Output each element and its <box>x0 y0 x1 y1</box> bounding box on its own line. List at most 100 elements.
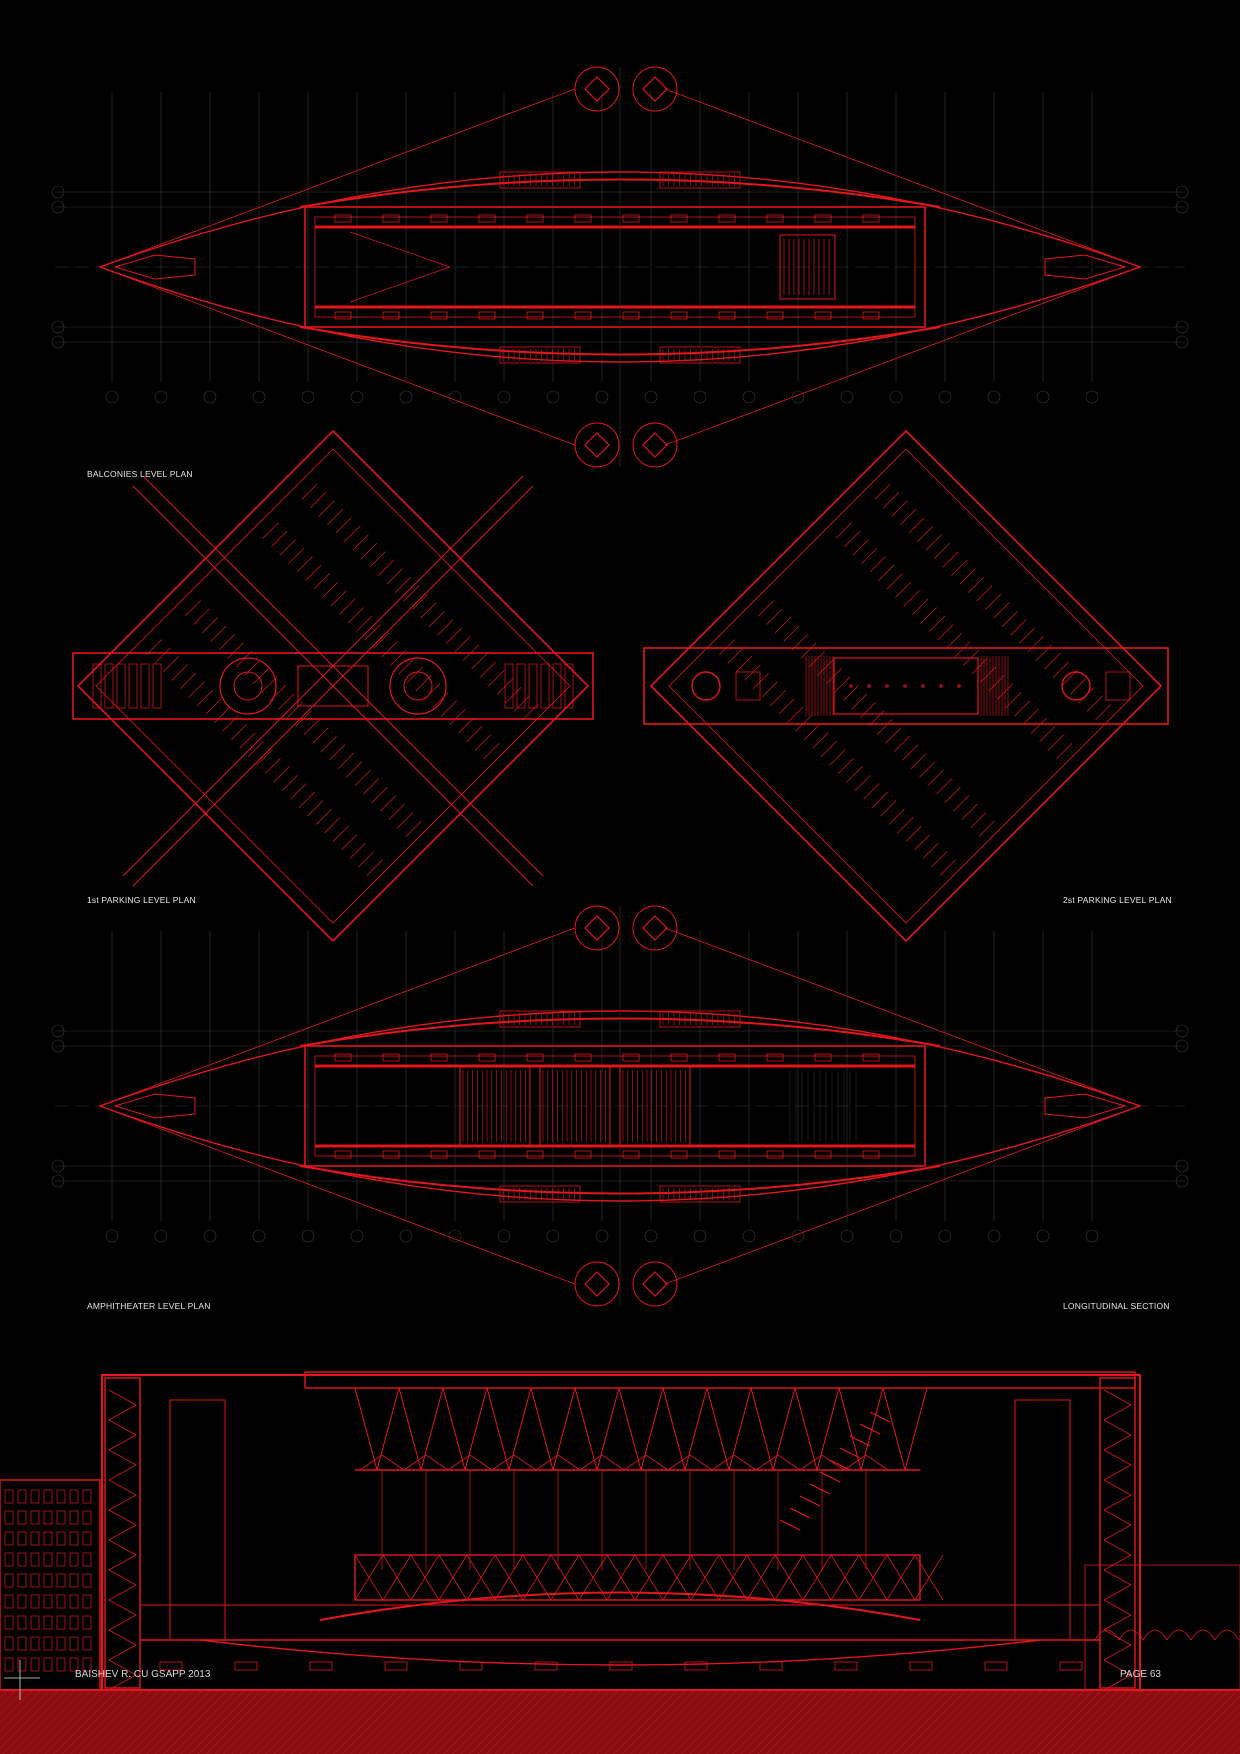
truss-arc <box>359 1454 405 1471</box>
stage-block <box>779 234 836 300</box>
parking-stall <box>944 786 961 803</box>
parking-stall <box>244 659 261 676</box>
stair-block <box>499 346 581 364</box>
parking-stall <box>852 539 869 556</box>
truss-arc <box>843 1454 889 1471</box>
parking-stall <box>927 769 944 786</box>
parking-stall <box>967 576 985 593</box>
rigging-line <box>664 88 1141 268</box>
parking-stall <box>406 666 424 683</box>
author-credit: BAISHEV R. CU GSAPP 2013 <box>75 1669 211 1680</box>
facade-window <box>43 1489 53 1504</box>
facade-window <box>43 1552 53 1567</box>
pylon-brace <box>108 1599 137 1616</box>
vault-arch <box>319 1591 921 1621</box>
rigging-line <box>99 927 576 1107</box>
facade-window <box>69 1636 79 1651</box>
parking-stall <box>324 817 341 834</box>
column <box>622 311 640 320</box>
girder-brace <box>886 1554 916 1601</box>
column <box>526 214 544 223</box>
parking-stall <box>349 842 366 859</box>
facade-window <box>4 1657 14 1672</box>
facade-window <box>17 1636 27 1651</box>
truss-diagonal <box>486 1387 510 1471</box>
truss-arc <box>711 1454 757 1471</box>
parking-stall <box>261 676 278 693</box>
parking-stall <box>914 834 931 851</box>
parking-stall <box>193 608 210 625</box>
girder-brace <box>914 1554 944 1601</box>
truss-arc <box>799 1454 845 1471</box>
stall-bay <box>104 663 114 709</box>
parking-stall <box>812 732 829 749</box>
parking-stall <box>951 559 968 576</box>
pavilion-diamond <box>584 1271 610 1297</box>
parking-stall <box>971 658 988 675</box>
column <box>862 214 880 223</box>
escalator-step <box>869 1411 891 1423</box>
parking-stall <box>381 641 398 658</box>
truss-arc <box>667 1454 713 1471</box>
grid-bubble <box>644 390 658 404</box>
parking-stall <box>736 656 753 673</box>
facade-window <box>43 1657 53 1672</box>
parking-stall <box>903 590 920 607</box>
first-parking-plan-title: 1st PARKING LEVEL PLAN <box>87 895 196 905</box>
parking-stall <box>290 783 307 800</box>
column <box>574 1053 592 1062</box>
parking-stall <box>457 717 474 734</box>
ramp-line <box>122 475 524 877</box>
vehicle <box>384 1661 408 1671</box>
pylon-brace <box>1103 1449 1132 1466</box>
facade-window <box>69 1615 79 1630</box>
column <box>382 1150 400 1159</box>
facade-window <box>69 1552 79 1567</box>
parking-stall <box>934 542 951 559</box>
parking-stall <box>252 668 269 685</box>
parking-stall <box>893 735 910 752</box>
parking-stall <box>761 681 778 698</box>
pylon-brace <box>108 1389 137 1406</box>
column <box>670 214 688 223</box>
pylon-brace <box>1103 1674 1132 1691</box>
pylon-brace <box>1103 1554 1132 1571</box>
parking-stall <box>1030 717 1047 734</box>
column <box>622 214 640 223</box>
pylon-brace <box>1103 1509 1132 1526</box>
girder-brace <box>410 1554 440 1601</box>
grid-bubble <box>301 390 315 404</box>
facade-window <box>69 1657 79 1672</box>
parking-stall <box>946 632 963 649</box>
vehicle <box>234 1661 258 1671</box>
parking-stall <box>171 664 188 681</box>
girder-brace <box>690 1554 720 1601</box>
truss-arc <box>403 1454 449 1471</box>
parking-stall <box>778 698 795 715</box>
facade-window <box>17 1573 27 1588</box>
parking-stall <box>332 825 349 842</box>
parking-stall <box>895 581 912 598</box>
pylon-brace <box>108 1674 137 1691</box>
grid-bubble <box>1175 320 1189 334</box>
parking-stall <box>337 752 354 769</box>
truss-arc <box>623 1454 669 1471</box>
parking-stall <box>210 625 227 642</box>
parking-stall <box>1001 610 1018 627</box>
parking-stall <box>361 542 378 559</box>
girder-brace <box>774 1554 804 1601</box>
parking-stall <box>329 744 346 761</box>
stair-block <box>659 1185 741 1203</box>
facade-window <box>30 1510 40 1525</box>
grid-bubble <box>154 1229 168 1243</box>
neighbour-arch <box>1118 1629 1144 1641</box>
parking-stall <box>281 774 298 791</box>
parking-stall <box>227 642 244 659</box>
grid-bubble <box>51 320 65 334</box>
girder-brace <box>830 1554 860 1601</box>
pylon-brace <box>108 1644 137 1661</box>
parking-stall <box>978 820 995 837</box>
truss-diagonal <box>706 1387 730 1471</box>
parking-stall <box>303 718 320 736</box>
parking-stall <box>403 585 420 602</box>
